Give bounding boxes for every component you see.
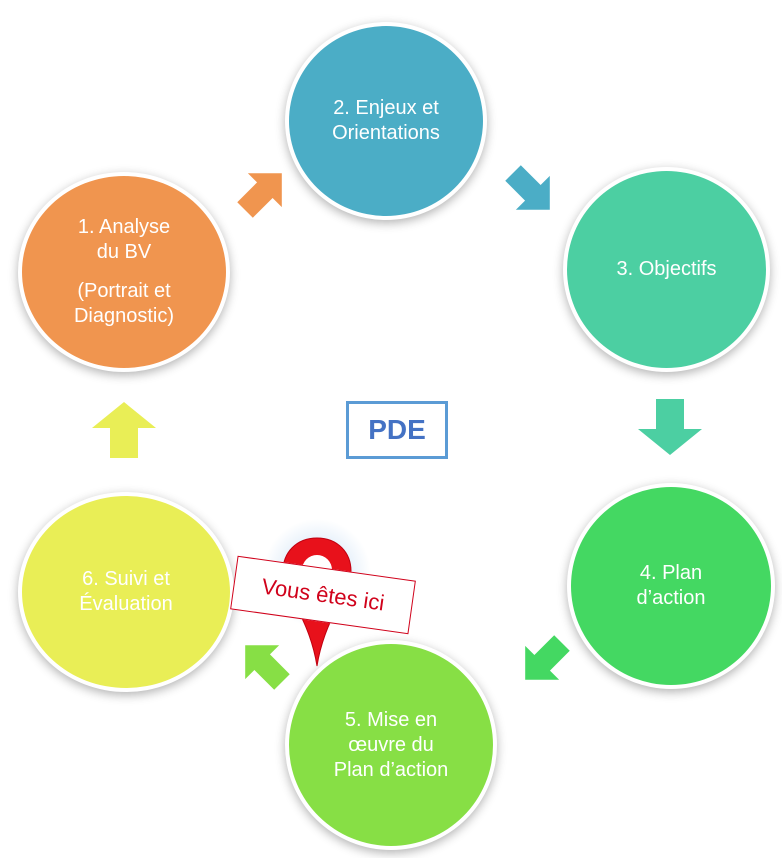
step-1-sub-1: (Portrait et	[77, 280, 171, 302]
step-1-line-1: 1. Analyse	[77, 216, 171, 238]
step-1-line-2: du BV	[96, 241, 152, 263]
step-6-suivi: 6. Suivi et Évaluation	[18, 492, 234, 692]
arrow-enjeux-to-objectifs	[505, 165, 550, 210]
step-4-plan: 4. Plan d’action	[567, 483, 775, 689]
step-5-line-2: œuvre du	[348, 733, 434, 756]
step-1-analyse: 1. Analyse du BV (Portrait et Diagnostic…	[18, 172, 230, 372]
arrow-analyse-to-enjeux	[237, 173, 282, 218]
step-3-line-1: 3. Objectifs	[616, 258, 717, 280]
step-2-enjeux: 2. Enjeux et Orientations	[285, 22, 487, 220]
step-4-line-2: d’action	[636, 587, 706, 609]
step-1-sub-2: Diagnostic)	[73, 305, 175, 327]
arrow-mise-to-suivi	[245, 645, 290, 690]
arrow-suivi-to-analyse	[92, 402, 156, 458]
arrow-plan-to-mise	[525, 635, 570, 680]
step-6-line-2: Évaluation	[79, 593, 173, 615]
step-2-line-1: 2. Enjeux et	[333, 97, 439, 119]
step-6-line-1: 6. Suivi et	[82, 568, 170, 590]
step-5-mise: 5. Mise en œuvre du Plan d’action	[285, 640, 497, 850]
step-4-line-1: 4. Plan	[639, 562, 703, 584]
arrow-objectifs-to-plan	[638, 399, 702, 455]
step-3-objectifs: 3. Objectifs	[563, 167, 770, 372]
step-5-line-1: 5. Mise en	[344, 708, 438, 731]
step-2-line-2: Orientations	[332, 122, 440, 144]
diagram-title: PDE	[346, 401, 448, 459]
step-5-line-3: Plan d’action	[333, 758, 449, 781]
